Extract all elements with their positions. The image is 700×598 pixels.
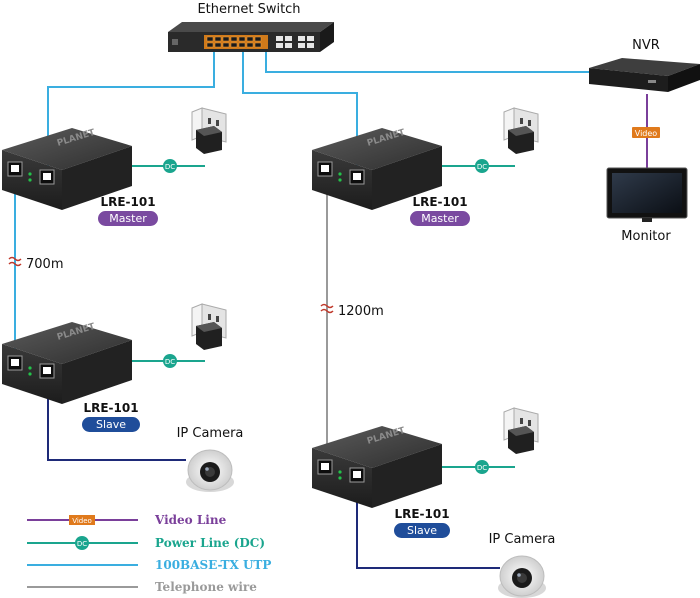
lre-master-2: PLANET LRE-101 Master xyxy=(311,127,470,226)
ip-camera-2: IP Camera xyxy=(489,532,556,598)
camera-cable-2 xyxy=(356,494,500,569)
legend-badge: DC xyxy=(77,540,87,548)
legend-label: Power Line (DC) xyxy=(155,536,265,550)
ip-camera-1: IP Camera xyxy=(177,426,244,493)
switch-label: Ethernet Switch xyxy=(197,2,300,17)
svg-text:700m: 700m xyxy=(26,257,63,272)
master-2-role: Master xyxy=(421,212,459,225)
ethernet-switch: Ethernet Switch xyxy=(168,2,334,52)
monitor-label: Monitor xyxy=(621,229,671,244)
wave-icon xyxy=(320,303,334,314)
legend-badge: Video xyxy=(72,517,92,525)
video-badge: Video xyxy=(632,127,660,138)
svg-text:Video: Video xyxy=(635,129,658,138)
distance-1200m: 1200m xyxy=(320,303,384,319)
master-1-role: Master xyxy=(109,212,147,225)
lre-slave-1: PLANET LRE-101 Slave xyxy=(1,321,140,432)
distance-700m: 700m xyxy=(8,256,63,272)
dc-badge: DC xyxy=(475,159,489,173)
dc-badge: DC xyxy=(163,354,177,368)
camera-cable-1 xyxy=(47,392,186,461)
wave-icon xyxy=(8,256,22,267)
legend-label: Video Line xyxy=(154,513,227,527)
svg-text:1200m: 1200m xyxy=(338,304,384,319)
power-adapter-4 xyxy=(503,407,539,455)
svg-text:DC: DC xyxy=(165,358,175,366)
nvr: NVR xyxy=(589,38,700,92)
legend-item-video: Video Video Line xyxy=(27,513,227,527)
svg-text:DC: DC xyxy=(477,464,487,472)
slave-1-model: LRE-101 xyxy=(83,401,138,415)
power-adapter-2 xyxy=(503,107,539,155)
legend-label: 100BASE-TX UTP xyxy=(155,558,271,572)
nvr-label: NVR xyxy=(632,38,660,53)
camera-2-label: IP Camera xyxy=(489,532,556,547)
lre-master-1: PLANET LRE-101 Master xyxy=(1,127,158,226)
utp-cable-switch-to-nvr xyxy=(265,52,590,73)
legend-item-utp: 100BASE-TX UTP xyxy=(27,558,271,572)
master-1-model: LRE-101 xyxy=(100,195,155,209)
legend-item-power: DC Power Line (DC) xyxy=(27,536,265,550)
dc-badge: DC xyxy=(163,159,177,173)
monitor: Monitor xyxy=(606,167,688,244)
utp-cable-switch-to-master-2 xyxy=(242,52,358,178)
switch-poe-ports xyxy=(204,35,268,49)
slave-2-role: Slave xyxy=(407,524,437,537)
lre-slave-2: PLANET LRE-101 Slave xyxy=(311,425,450,538)
slave-2-model: LRE-101 xyxy=(394,507,449,521)
power-adapter-3 xyxy=(191,303,227,351)
power-adapter-1 xyxy=(191,107,227,155)
utp-cable-switch-to-master-1 xyxy=(47,52,215,180)
svg-text:DC: DC xyxy=(165,163,175,171)
legend-item-telephone: Telephone wire xyxy=(27,580,257,594)
master-2-model: LRE-101 xyxy=(412,195,467,209)
slave-1-role: Slave xyxy=(96,418,126,431)
camera-1-label: IP Camera xyxy=(177,426,244,441)
legend-label: Telephone wire xyxy=(155,580,257,594)
dc-badge: DC xyxy=(475,460,489,474)
svg-text:DC: DC xyxy=(477,163,487,171)
